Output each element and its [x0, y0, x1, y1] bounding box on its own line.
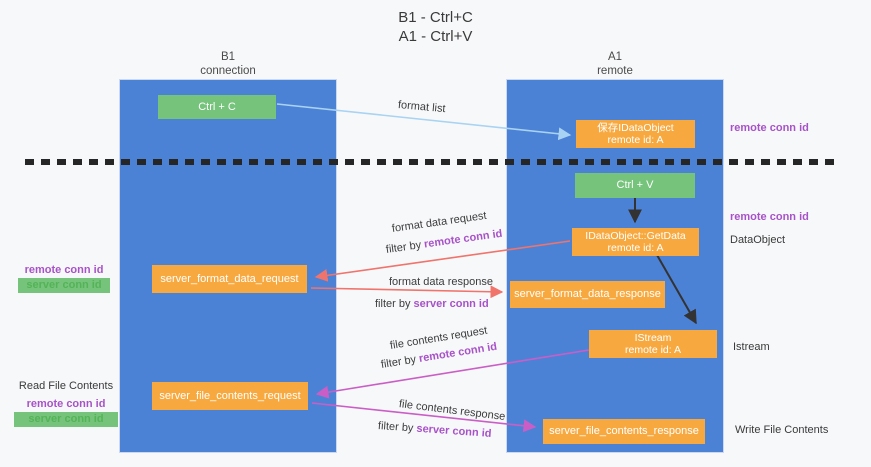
server-format-data-request-label: server_format_data_request [160, 272, 299, 285]
ctrl-c-label: Ctrl + C [198, 100, 236, 113]
idataobject-getdata-node: IDataObject::GetData remote id: A [572, 228, 699, 256]
save-dataobject-line1: 保存IDataObject [597, 121, 674, 134]
lane-b1-name: B1 [220, 51, 236, 63]
istream-line1: IStream [634, 331, 672, 344]
lane-a1-subtitle: remote [597, 65, 633, 77]
lane-header-b1: B1 connection [120, 50, 336, 78]
istream-node: IStream remote id: A [589, 330, 717, 358]
filter-by-text: filter by [385, 238, 425, 256]
file-contents-response-text: file contents response [398, 398, 506, 423]
getdata-line1: IDataObject::GetData [585, 229, 686, 242]
server-format-data-request-node: server_format_data_request [152, 265, 307, 293]
server-file-contents-request-node: server_file_contents_request [152, 382, 308, 410]
file-contents-response-filter-label: filter by server conn id [378, 420, 492, 440]
istream-annotation: Istream [733, 341, 770, 353]
title-line-1: B1 - Ctrl+C [398, 9, 473, 26]
server-file-contents-request-label: server_file_contents_request [159, 389, 301, 402]
save-dataobject-line2: remote id: A [607, 134, 664, 146]
server-conn-id-keyword: server conn id [413, 298, 489, 310]
ctrl-c-node: Ctrl + C [158, 95, 276, 119]
dataobject-annotation: DataObject [730, 234, 786, 246]
read-file-contents-annotation: Read File Contents [18, 380, 114, 392]
ctrl-v-node: Ctrl + V [575, 173, 695, 198]
format-list-text: format list [397, 99, 447, 116]
session-divider-dashed-line [25, 159, 837, 165]
lane-header-a1: A1 remote [507, 50, 723, 78]
save-dataobject-node: 保存IDataObject remote id: A [576, 120, 695, 148]
format-data-response-label: format data response [389, 276, 493, 288]
server-format-data-response-node: server_format_data_response [510, 281, 665, 308]
lane-a1-name: A1 [607, 51, 623, 63]
format-data-response-text: format data response [389, 276, 493, 288]
file-contents-response-label: file contents response [398, 398, 506, 423]
left-remote-conn-id-annotation: remote conn id [24, 264, 104, 276]
read-file-contents-block: Read File Contents remote conn id server… [14, 379, 118, 427]
server-conn-id-keyword: server conn id [416, 422, 492, 440]
getdata-line2: remote id: A [607, 242, 664, 254]
title-line-2: A1 - Ctrl+V [398, 28, 473, 45]
remote-conn-id-keyword: remote conn id [423, 227, 504, 251]
left-bottom-remote-conn-id-annotation: remote conn id [26, 398, 106, 410]
filter-by-text: filter by [380, 353, 420, 371]
remote-conn-id-annotation-top: remote conn id [730, 122, 809, 134]
diagram-title: B1 - Ctrl+C A1 - Ctrl+V [0, 8, 871, 46]
istream-line2: remote id: A [624, 344, 682, 356]
ctrl-v-label: Ctrl + V [616, 179, 654, 191]
left-server-conn-id-annotation: server conn id [18, 278, 110, 293]
write-file-contents-annotation: Write File Contents [735, 424, 829, 436]
server-file-contents-response-node: server_file_contents_response [543, 419, 705, 444]
server-file-contents-response-label: server_file_contents_response [549, 425, 699, 437]
format-list-label: format list [397, 99, 446, 115]
server-format-data-response-label: server_format_data_response [514, 288, 661, 300]
format-data-response-arrow [310, 285, 504, 299]
filter-by-text: filter by [377, 420, 417, 435]
filter-by-text: filter by [375, 298, 414, 310]
remote-conn-id-annotation-mid: remote conn id [730, 211, 809, 223]
left-bottom-server-conn-id-annotation: server conn id [14, 412, 118, 427]
lane-b1-subtitle: connection [200, 65, 256, 77]
left-conn-id-block: remote conn id server conn id [18, 263, 110, 293]
format-data-response-filter-label: filter by server conn id [375, 298, 489, 310]
